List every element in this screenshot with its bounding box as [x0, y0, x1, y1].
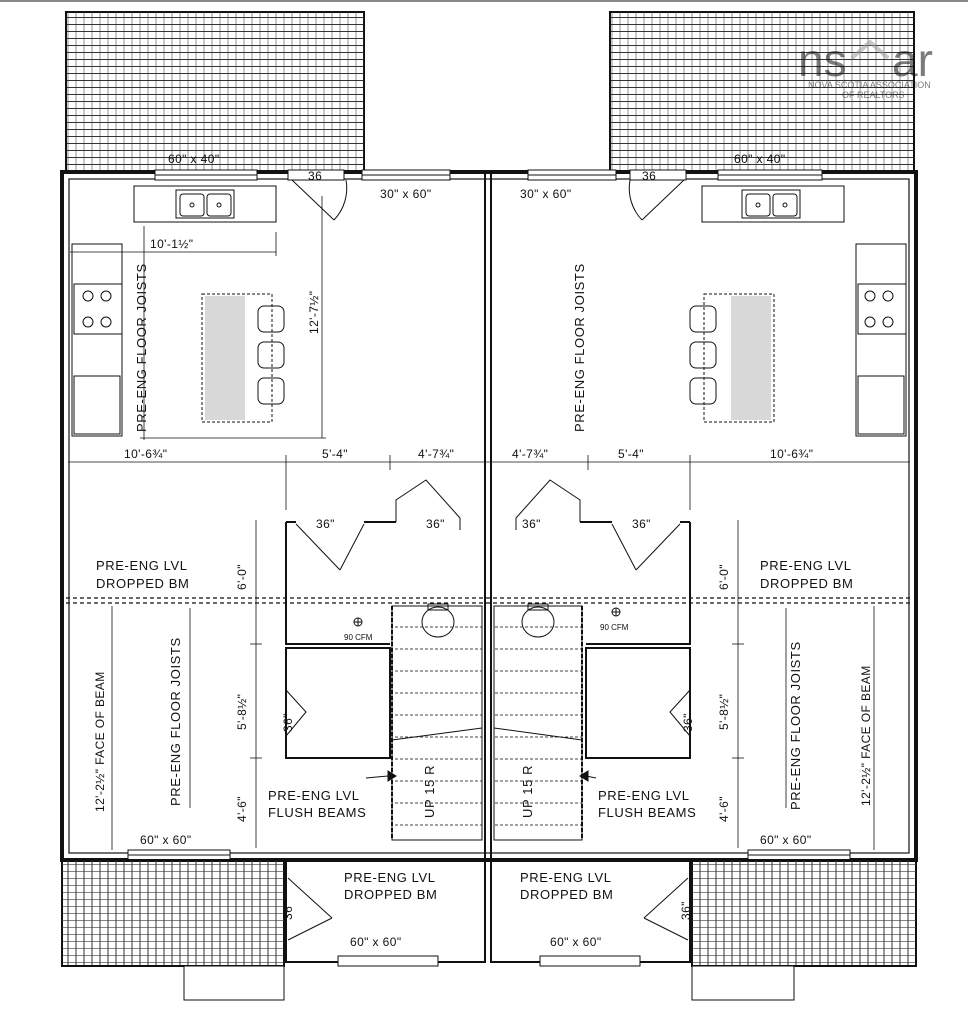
- rear-deck-right: [609, 11, 915, 173]
- beam-label-1-right: PRE-ENG LVL: [760, 558, 852, 573]
- fan-label-left: 90 CFM: [344, 633, 373, 642]
- dim-a-right: 4'-7¾": [512, 447, 548, 461]
- rear-door-size-left: 36: [308, 169, 322, 183]
- vestibule-doors: [287, 877, 689, 941]
- closet-lower-doors: [285, 689, 691, 737]
- nsar-logo: ns ar NOVA SCOTIA ASSOCIATION OF REALTOR…: [798, 34, 933, 100]
- window-top-label-right: 30" x 60": [520, 187, 571, 201]
- vertical-dimensions: [111, 520, 875, 850]
- closet-door-1-right: 36": [522, 517, 541, 531]
- closet-left: [285, 521, 396, 759]
- dim-a-left: 10'-6¾": [124, 447, 167, 461]
- beam-label-2-left: DROPPED BM: [96, 576, 189, 591]
- deck-window-label-left: 60" x 40": [168, 152, 219, 166]
- front-porch-right: [691, 859, 917, 1001]
- dim-b-right: 5'-4": [618, 447, 644, 461]
- face-of-beam-left: 12'-2½" FACE OF BEAM: [93, 671, 107, 812]
- joists-upper-left: PRE-ENG FLOOR JOISTS: [134, 263, 149, 432]
- front-window-right: 60" x 60": [550, 935, 601, 949]
- stair-label-right: UP 15 R: [520, 765, 535, 818]
- front-window-left: 60" x 60": [350, 935, 401, 949]
- svg-text:ar: ar: [892, 34, 933, 86]
- porch-beam-2-right: DROPPED BM: [520, 887, 613, 902]
- window-top-label-left: 30" x 60": [380, 187, 431, 201]
- dim-c-right: 10'-6¾": [770, 447, 813, 461]
- svg-text:ns: ns: [798, 34, 847, 86]
- closet-door-2-left: 36": [426, 517, 445, 531]
- window-rear-right-2: [527, 169, 617, 181]
- door-small-left: 36": [281, 713, 295, 732]
- porch-beam-2-left: DROPPED BM: [344, 887, 437, 902]
- window-rear-right: [717, 169, 823, 181]
- flush-beam-arrows: [365, 770, 597, 782]
- window-vestibule: [337, 955, 641, 967]
- fan-icon: [353, 607, 621, 627]
- stairs-left: [391, 605, 483, 841]
- closet-door-2-right: 36": [632, 517, 651, 531]
- rear-door-left: [287, 169, 348, 221]
- dim-c-left: 4'-7¾": [418, 447, 454, 461]
- closet-right-door: [515, 479, 681, 571]
- beam-label-1-left: PRE-ENG LVL: [96, 558, 188, 573]
- dropped-beam-line: [66, 597, 912, 604]
- dim-58-left: 5'-8½": [235, 694, 249, 730]
- joists-upper-right: PRE-ENG FLOOR JOISTS: [572, 263, 587, 432]
- rear-door-size-right: 36: [642, 169, 656, 183]
- flush-label-2-left: FLUSH BEAMS: [268, 805, 366, 820]
- closet-right: [580, 521, 691, 759]
- flush-label-2-right: FLUSH BEAMS: [598, 805, 696, 820]
- porch-door-right: 36": [679, 901, 693, 920]
- porch-beam-1-left: PRE-ENG LVL: [344, 870, 436, 885]
- kitchen-left: [71, 185, 285, 437]
- exterior-walls: [60, 170, 918, 962]
- front-porch-left: [61, 859, 285, 1001]
- beam-label-2-right: DROPPED BM: [760, 576, 853, 591]
- dim-46-left: 4'-6": [235, 796, 249, 822]
- dim-b-left: 5'-4": [322, 447, 348, 461]
- window-rear-left: [154, 169, 258, 181]
- window-bottom-label-left: 60" x 60": [140, 833, 191, 847]
- stair-label-left: UP 15 R: [422, 765, 437, 818]
- fan-label-right: 90 CFM: [600, 623, 629, 632]
- porch-beam-1-right: PRE-ENG LVL: [520, 870, 612, 885]
- window-bottom-label-right: 60" x 60": [760, 833, 811, 847]
- closet-door-1-left: 36": [316, 517, 335, 531]
- closet-left-door: [295, 479, 461, 571]
- joists-lower-left: PRE-ENG FLOOR JOISTS: [168, 637, 183, 806]
- rear-door-right: [628, 169, 687, 221]
- window-front-right: [747, 849, 851, 861]
- flush-label-1-right: PRE-ENG LVL: [598, 788, 690, 803]
- dim-6ft-left: 6'-0": [235, 564, 249, 590]
- face-of-beam-right: 12'-2½" FACE OF BEAM: [859, 665, 873, 806]
- rear-deck-left: [65, 11, 365, 173]
- door-small-right: 36": [681, 713, 695, 732]
- dimension-string-mid: [68, 455, 910, 510]
- svg-text:NOVA SCOTIA ASSOCIATION: NOVA SCOTIA ASSOCIATION: [808, 80, 931, 90]
- porch-door-left: 36": [281, 901, 295, 920]
- window-front-left: [127, 849, 231, 861]
- dim-6ft-right: 6'-0": [717, 564, 731, 590]
- dim-58-right: 5'-8½": [717, 694, 731, 730]
- dim-island-width: 10'-1½": [150, 237, 193, 251]
- kitchen-right: [689, 185, 907, 437]
- stairs-right: [493, 605, 583, 841]
- dim-46-right: 4'-6": [717, 796, 731, 822]
- joists-lower-right: PRE-ENG FLOOR JOISTS: [788, 641, 803, 810]
- dim-room-height: 12'-7½": [307, 291, 321, 334]
- flush-label-1-left: PRE-ENG LVL: [268, 788, 360, 803]
- svg-text:OF REALTORS: OF REALTORS: [842, 90, 905, 100]
- window-rear-left-2: [361, 169, 451, 181]
- deck-window-label-right: 60" x 40": [734, 152, 785, 166]
- kitchen-dimensions-left: [70, 196, 326, 440]
